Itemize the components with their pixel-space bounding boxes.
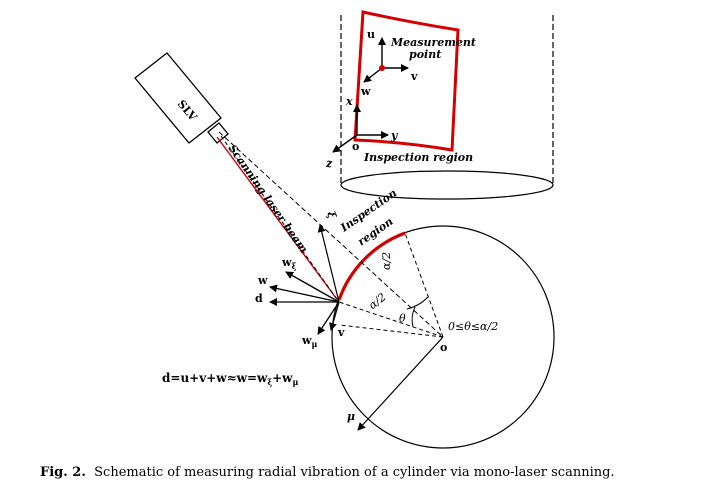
slv-device: SLV	[134, 52, 229, 144]
label-half-angle-bottom: α/2	[366, 291, 388, 312]
label-y: y	[390, 129, 399, 142]
vector-v	[329, 301, 340, 331]
radius-measure-dashed	[338, 301, 444, 338]
slv-body	[134, 52, 222, 144]
label-origin-inset: o	[352, 140, 359, 153]
vector-w-mu	[317, 301, 340, 335]
vector-w-xi	[285, 271, 340, 303]
label-origin-main: o	[440, 341, 447, 354]
label-w: w	[360, 85, 371, 98]
measurement-point-dot	[379, 65, 385, 71]
label-v: v	[410, 70, 418, 83]
axis-w-arrow	[363, 67, 383, 83]
caption-prefix: Fig. 2.	[40, 465, 86, 480]
radius-lower-dashed	[339, 324, 444, 338]
inspection-arc	[337, 231, 406, 301]
equation-label: d=u+v+w≈w=wξ+wμ	[162, 371, 299, 387]
cross-section: ξ μ α/2 α/2 θ 0≤θ≤α/2 o Inspection regio…	[216, 131, 555, 449]
theta-arc	[411, 306, 416, 328]
cylinder-cross-section	[331, 225, 555, 449]
label-v-vector: v	[337, 326, 345, 339]
label-theta-range: 0≤θ≤α/2	[448, 320, 498, 333]
axis-xi-arrow	[317, 224, 340, 303]
vector-w	[269, 284, 340, 303]
label-measurement-line2: point	[409, 48, 441, 61]
laser-beam-dashed	[220, 135, 340, 303]
label-measurement-line1: Measurement	[390, 36, 476, 49]
cylinder-inset: u v w Measurement point x y o z Inspecti…	[325, 10, 554, 200]
figure-caption: Fig. 2. Schematic of measuring radial vi…	[40, 465, 680, 480]
label-half-angle-top: α/2	[380, 252, 393, 270]
inspection-region-patch	[353, 10, 460, 152]
label-w-mu: wμ	[301, 334, 317, 349]
caption-text: Schematic of measuring radial vibration …	[94, 465, 615, 480]
axis-z-arrow	[332, 134, 358, 153]
label-xi: ξ	[324, 210, 339, 221]
radius-top-dashed	[404, 232, 444, 338]
cylinder-base-ellipse	[340, 170, 554, 200]
label-inset-inspection-region: Inspection region	[363, 151, 473, 164]
laser-beam-line	[216, 136, 340, 303]
label-w-vector: w	[257, 274, 268, 287]
slv-to-center-dashed	[218, 131, 444, 338]
label-d-vector: d	[255, 292, 263, 305]
half-angle-arc	[406, 296, 429, 310]
label-z: z	[325, 157, 333, 170]
label-x: x	[345, 95, 353, 108]
label-scanning-beam: Scanning laser beam	[226, 142, 311, 255]
label-w-xi: wξ	[281, 256, 296, 271]
label-theta: θ	[399, 312, 406, 325]
label-mu: μ	[347, 410, 355, 423]
label-u: u	[367, 28, 375, 41]
axis-mu-arrow	[357, 336, 444, 431]
